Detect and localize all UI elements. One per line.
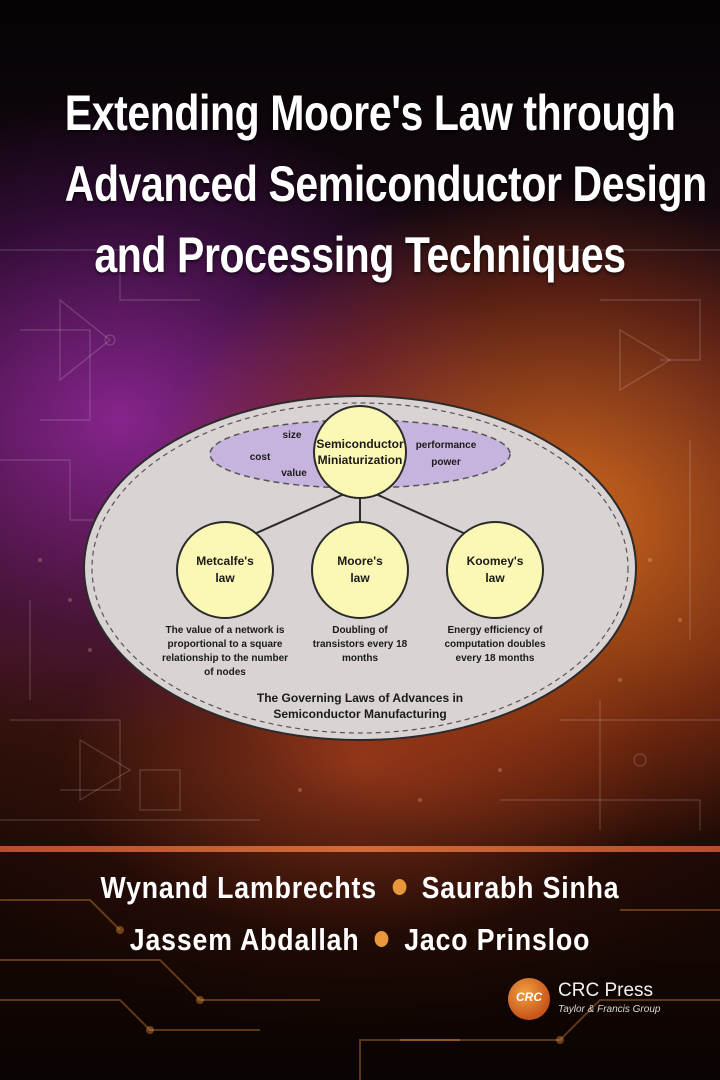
book-title: Extending Moore's Law through Advanced S…	[64, 78, 707, 291]
law-description-line: transistors every 18	[313, 639, 408, 650]
governing-laws-diagram: Semiconductor Miniaturization size cost …	[83, 395, 637, 741]
center-label-line: Semiconductor	[316, 437, 404, 451]
law-description-line: proportional to a square	[167, 639, 282, 650]
law-description-line: computation doubles	[444, 639, 546, 650]
law-description-line: of nodes	[204, 667, 246, 678]
divider-bar	[0, 846, 720, 852]
law-circle-moore	[311, 521, 409, 619]
law-name-line: law	[215, 571, 235, 585]
authors: Wynand Lambrechts Saurabh Sinha Jassem Ab…	[50, 862, 669, 966]
bullet-dot-icon	[374, 930, 389, 947]
law-description-line: Energy efficiency of	[447, 625, 543, 636]
law-description-line: relationship to the number	[162, 653, 288, 664]
attribute-value: value	[281, 468, 307, 479]
bullet-dot-icon	[392, 878, 407, 895]
diagram-caption-line: Semiconductor Manufacturing	[273, 707, 446, 721]
authors-line: Jassem Abdallah Jaco Prinsloo	[50, 914, 669, 966]
attribute-performance: performance	[416, 440, 477, 451]
title-line: and Processing Techniques	[94, 227, 626, 283]
publisher-name: CRC Press	[558, 980, 654, 1001]
law-name-line: Metcalfe's	[196, 554, 254, 568]
authors-line: Wynand Lambrechts Saurabh Sinha	[50, 862, 669, 914]
law-name-line: law	[485, 571, 505, 585]
law-description-line: months	[342, 653, 379, 664]
law-circle-metcalfe	[176, 521, 274, 619]
publisher-logo-text: CRC	[516, 990, 542, 1004]
author-name: Wynand Lambrechts	[100, 870, 377, 905]
law-description-line: every 18 months	[456, 653, 535, 664]
title-line: Extending Moore's Law through	[64, 85, 676, 141]
law-name-line: Koomey's	[467, 554, 524, 568]
center-label-line: Miniaturization	[318, 453, 403, 467]
outer-ellipse-dash	[91, 402, 629, 734]
title-line: Advanced Semiconductor Design	[64, 156, 707, 212]
law-description-line: The value of a network is	[166, 625, 285, 636]
law-description-line: Doubling of	[332, 625, 388, 636]
attribute-size: size	[283, 430, 302, 441]
attribute-power: power	[431, 457, 461, 468]
diagram-caption-line: The Governing Laws of Advances in	[257, 691, 463, 705]
publisher-group: Taylor & Francis Group	[558, 1004, 661, 1015]
author-name: Jaco Prinsloo	[404, 922, 591, 957]
author-name: Jassem Abdallah	[129, 922, 360, 957]
law-circle-koomey	[446, 521, 544, 619]
crc-logo-icon	[508, 978, 550, 1020]
author-name: Saurabh Sinha	[421, 870, 620, 905]
law-name-line: Moore's	[337, 554, 383, 568]
center-circle	[313, 405, 407, 499]
attribute-cost: cost	[250, 452, 271, 463]
law-name-line: law	[350, 571, 370, 585]
